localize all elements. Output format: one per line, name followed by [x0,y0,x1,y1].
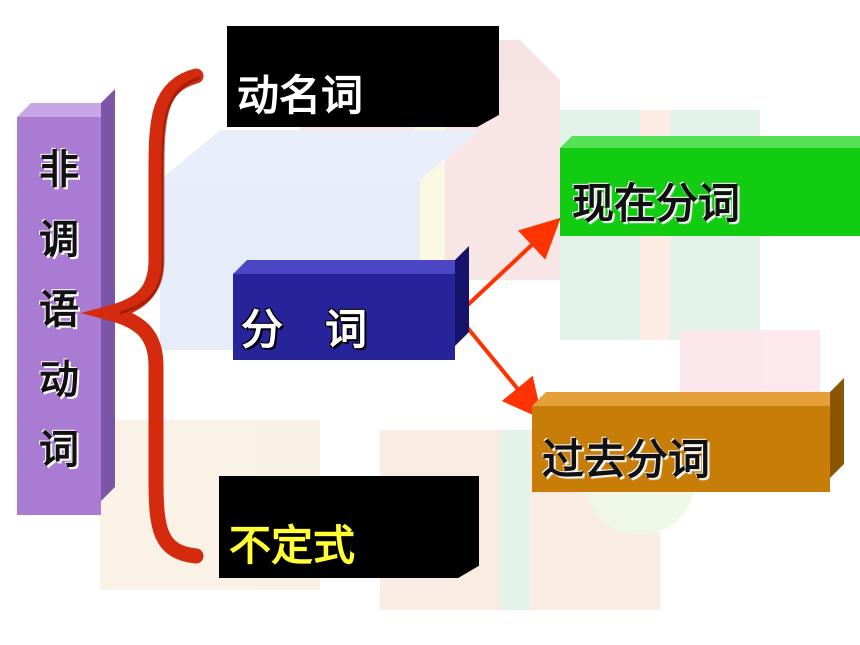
arrow-to-present [455,217,561,317]
root-node: 非 调 语 动 词 [17,89,115,515]
root-char-1: 非 [39,147,79,193]
gerund-label: 动名词 [237,71,364,120]
arrow-to-past [455,313,543,420]
root-char-2: 调 [39,217,79,263]
root-char-4: 动 [39,357,79,403]
infinitive-label: 不定式 [229,521,356,570]
past-participle-label: 过去分词 [542,435,711,484]
root-char-5: 词 [39,427,79,473]
participle-node: 分 词 [233,246,469,360]
present-participle-label: 现在分词 [572,179,741,228]
curly-brace [80,68,204,564]
gerund-node: 动名词 [227,26,499,127]
root-char-3: 语 [39,287,79,333]
infinitive-node: 不定式 [219,476,479,578]
past-participle-node: 过去分词 [532,378,844,492]
present-participle-node: 现在分词 [560,136,860,236]
participle-label: 分 词 [241,305,368,354]
